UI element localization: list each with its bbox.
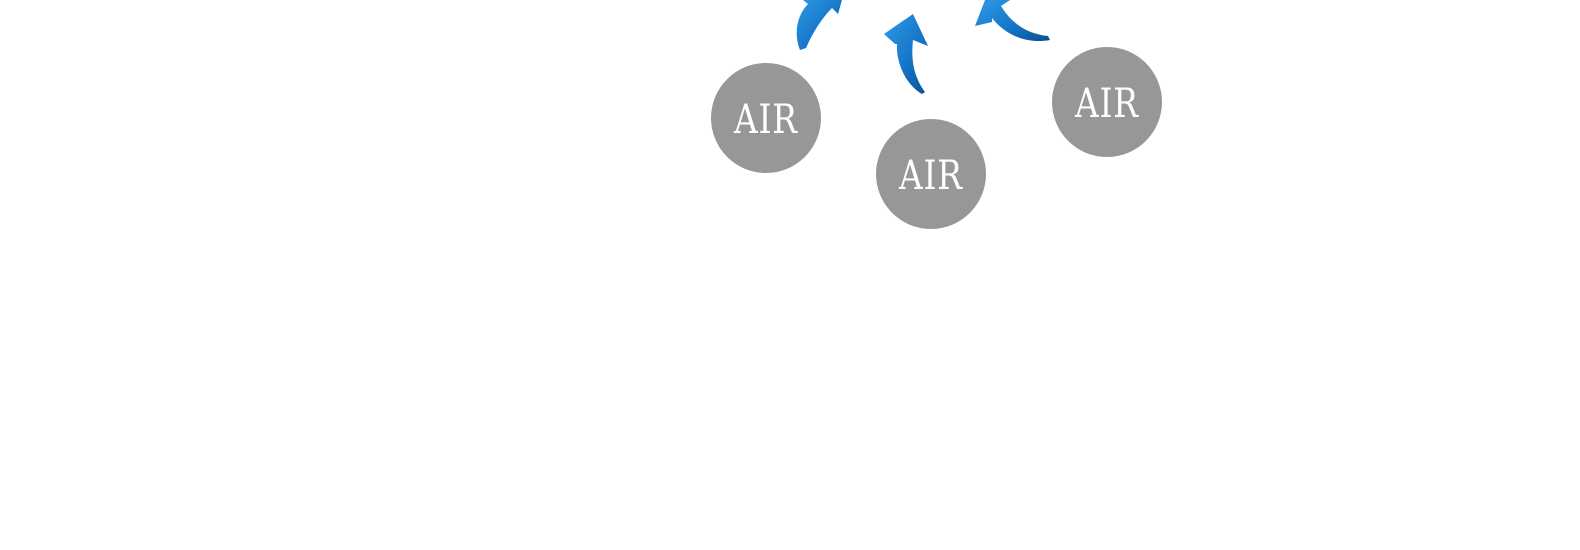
air-label: AIR [1075,81,1139,127]
air-label: AIR [899,153,963,199]
air-label: AIR [734,97,798,143]
air-bubble-left: AIR [711,63,821,173]
right-curved-arrow-icon [975,0,1050,42]
middle-up-arrow-icon [884,14,928,94]
air-bubble-middle: AIR [876,119,986,229]
left-curved-arrow-icon [796,0,842,50]
air-bubble-right: AIR [1052,47,1162,157]
